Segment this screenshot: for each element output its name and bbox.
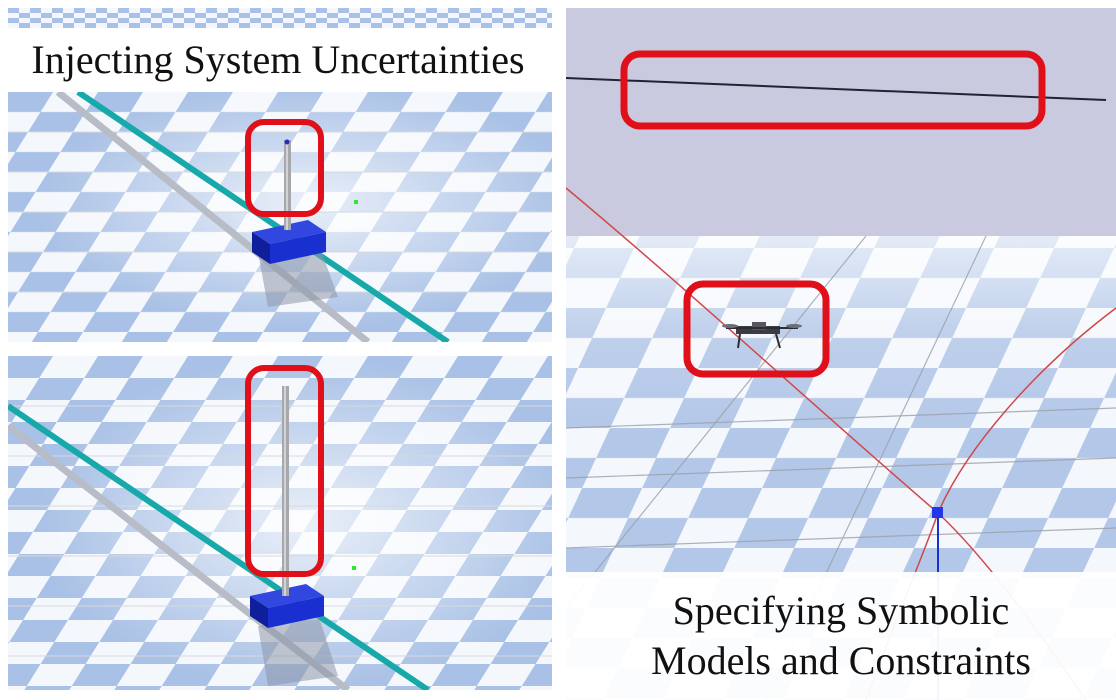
rail [76, 92, 450, 342]
boundary-highlight-box [620, 50, 1046, 130]
cartpole-scene-short-pole [8, 92, 552, 342]
goal-marker [932, 507, 943, 518]
right-caption-line-2: Models and Constraints [651, 638, 1031, 683]
cartpole-scene-long-pole [8, 356, 552, 690]
right-caption-line-1: Specifying Symbolic [672, 588, 1010, 633]
right-caption: Specifying Symbolic Models and Constrain… [566, 572, 1116, 700]
pole-highlight-box [245, 119, 324, 217]
rail [8, 403, 430, 690]
drone [722, 322, 802, 349]
sky [566, 8, 1116, 236]
quadrotor-scene [566, 8, 1116, 700]
left-caption: Injecting System Uncertainties [0, 28, 556, 90]
top-floor-strip [8, 8, 552, 28]
constraint-boundary-line [566, 77, 1107, 101]
pole-highlight-box [245, 365, 324, 577]
cart [252, 220, 326, 264]
drone-highlight-box [683, 280, 830, 378]
